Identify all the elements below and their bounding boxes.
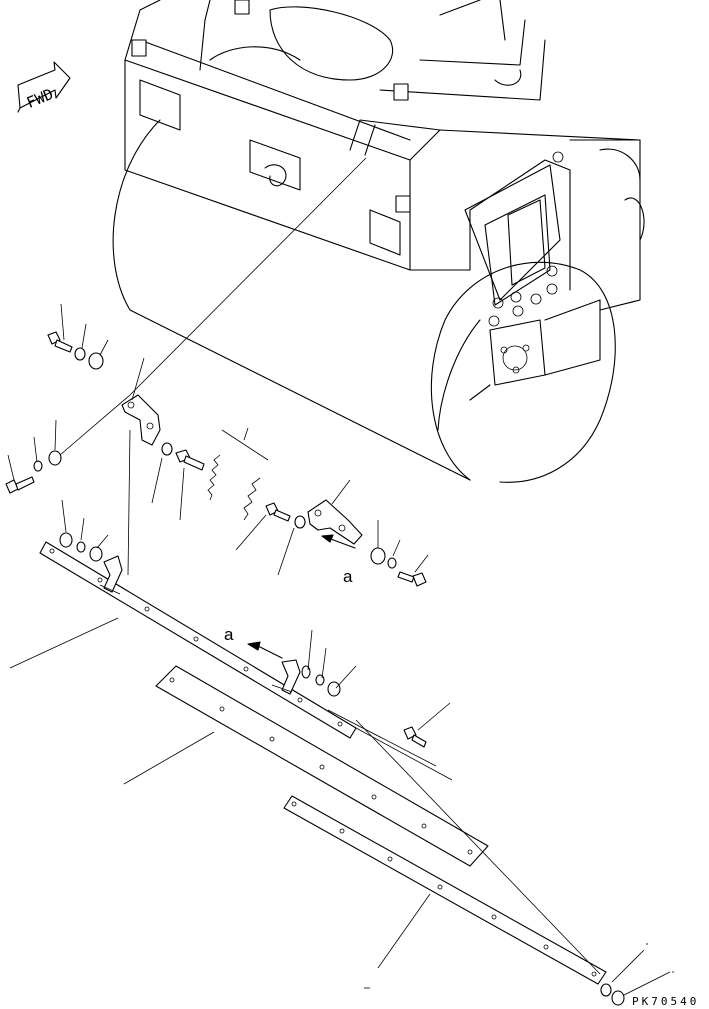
scraper-blade <box>155 665 489 867</box>
machine-body <box>112 0 645 483</box>
view-label-a-lower: a <box>224 625 234 644</box>
leader-lines-lower <box>355 719 674 996</box>
fwd-direction-arrow: FWD <box>17 61 71 113</box>
view-label-a-upper: a <box>343 567 353 586</box>
scraper-blade-lower <box>283 795 625 1006</box>
leader-line <box>59 394 131 456</box>
leader-line <box>129 157 367 396</box>
bracket-assembly-left <box>5 331 427 587</box>
fwd-label: FWD <box>24 85 56 112</box>
leader-lines-upper <box>7 303 429 576</box>
figure-code: PK70540 <box>632 995 699 1008</box>
leader-line <box>123 731 215 785</box>
